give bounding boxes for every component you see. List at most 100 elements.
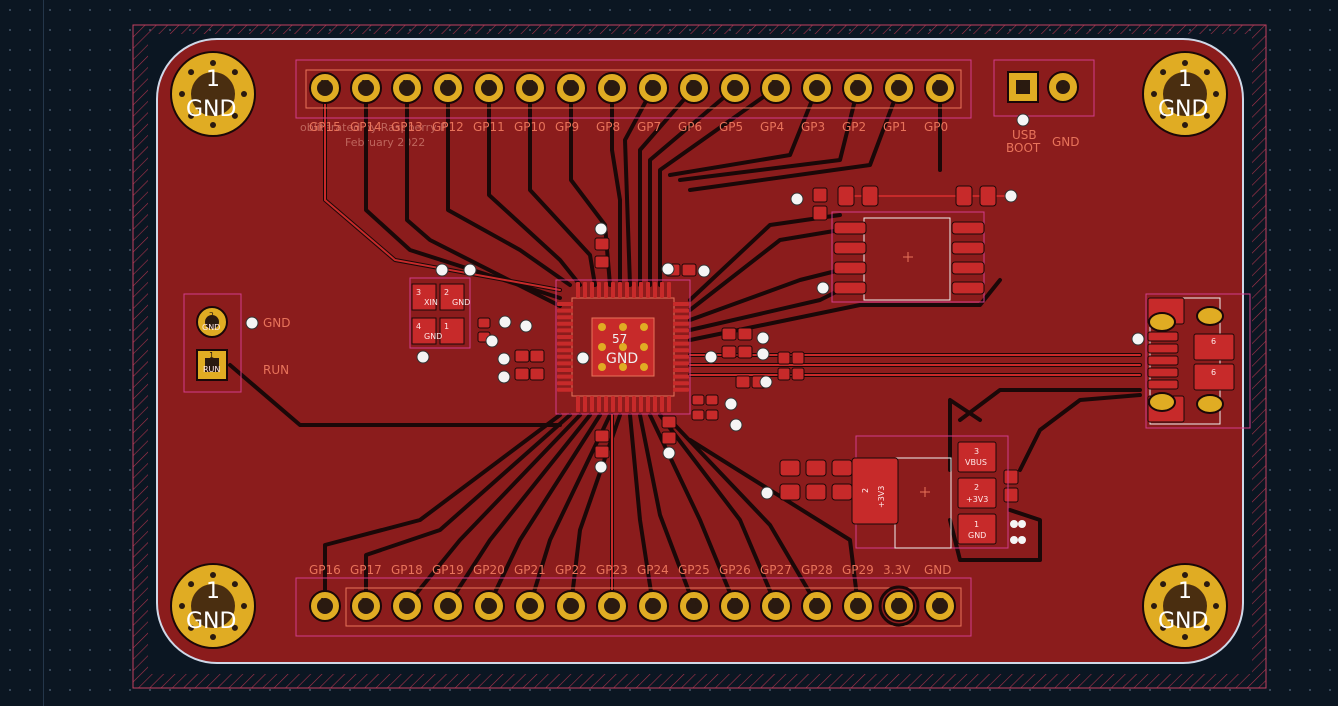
header-bottom-pin-number: 6 [525,597,530,606]
header-top-label: GP7 [637,120,661,134]
header-bottom-label: GP17 [350,563,382,577]
run-header-pad-gnd-net: GND [202,323,220,332]
header-bottom-pin[interactable]: 13 [801,590,833,622]
header-bottom-pin-number: 3 [402,597,407,606]
header-top-label: GP13 [391,120,423,134]
crystal-pad-4: 4 [416,322,421,331]
boot-label-boot: BOOT [1006,141,1041,155]
ghost-text-line1: obliterated by Raspberry Pi [300,121,450,134]
header-bottom-label: GP29 [842,563,874,577]
regulator-pad-2-net: +3V3 [966,495,988,504]
header-top-pin[interactable]: 16 [309,72,341,104]
header-top-pin[interactable]: 1 [924,72,956,104]
boot-pin-2: 2 [1060,83,1065,92]
boot-header[interactable]: 1 2 USB BOOT GND [993,59,1095,155]
header-bottom-label: GP26 [719,563,751,577]
header-top-pin[interactable]: 9 [596,72,628,104]
header-top-pin[interactable]: 13 [432,72,464,104]
header-top-pin[interactable]: 11 [514,72,546,104]
mounting-hole-number: 1 [1178,579,1192,604]
run-header-pin-2: 2 [209,311,214,320]
header-bottom-pin[interactable]: 1 [309,590,341,622]
header-top-pin[interactable]: 4 [801,72,833,104]
header-bottom-pin-number: 15 [894,597,904,606]
run-header[interactable]: GND 2 RUN 1 GND RUN [183,293,291,393]
header-bottom-pin[interactable]: 5 [473,590,505,622]
header-top-pin-number: 3 [853,79,858,88]
header-bottom-pin[interactable]: 6 [514,590,546,622]
header-bottom-pin-number: 12 [771,597,781,606]
header-top-pin[interactable]: 3 [842,72,874,104]
header-bottom-pin[interactable]: 11 [719,590,751,622]
header-bottom-pin-number: 16 [935,597,945,606]
header-top-label: GP1 [883,120,907,134]
header-top-pin[interactable]: 12 [473,72,505,104]
regulator-pad-1-net: GND [968,531,986,540]
header-bottom-pin-number: 2 [361,597,366,606]
header-top-pin[interactable]: 15 [350,72,382,104]
header-bottom-pin[interactable]: 2 [350,590,382,622]
header-top-pin-number: 14 [402,79,412,88]
boot-label-usb: USB [1012,128,1037,142]
crystal-pad-1: 1 [444,322,449,331]
header-top-pin-number: 1 [935,79,940,88]
header-top-pin[interactable]: 7 [678,72,710,104]
run-label-gnd: GND [263,316,291,330]
usb-connector[interactable]: 6 6 [1145,293,1251,429]
mounting-hole-number: 1 [206,579,220,604]
header-top-label: GP4 [760,120,784,134]
header-top-pin[interactable]: 10 [555,72,587,104]
regulator-pad-2: 2 [974,483,979,492]
flash-chip[interactable] [831,211,985,303]
header-top-pin-number: 9 [607,79,612,88]
header-top-pin[interactable]: 8 [637,72,669,104]
header-bottom-label: GP19 [432,563,464,577]
header-top-pin-number: 11 [525,79,535,88]
header-top-pin[interactable]: 14 [391,72,423,104]
regulator-pad-1: 1 [974,520,979,529]
mounting-hole-number: 1 [1178,67,1192,92]
header-bottom-pin-number: 10 [689,597,699,606]
header-top-label: GP2 [842,120,866,134]
header-top-pin-number: 15 [361,79,371,88]
header-bottom-pin[interactable]: 14 [842,590,874,622]
header-bottom-pin[interactable]: 12 [760,590,792,622]
header-top-pin-number: 10 [566,79,576,88]
run-label-run: RUN [263,363,289,377]
header-bottom-pin[interactable]: 4 [432,590,464,622]
header-top-pin-number: 13 [443,79,453,88]
passive-components[interactable] [477,185,1019,503]
mounting-hole-net: GND [186,609,236,634]
ghost-text-line2: February 2022 [345,136,425,149]
header-bottom-pin[interactable]: 10 [678,590,710,622]
via-group [416,189,1145,500]
crystal[interactable]: 3 XIN 2 GND 4 GND 1 [409,277,471,349]
header-top-pin[interactable]: 6 [719,72,751,104]
header-bottom-pin[interactable]: 16 [924,590,956,622]
usb-shield-label-1: 6 [1211,337,1216,346]
mcu-chip[interactable]: 57 GND [555,279,691,415]
header-top-pin[interactable]: 5 [760,72,792,104]
header-bottom-pin[interactable]: 9 [637,590,669,622]
header-bottom-pin-number: 7 [566,597,571,606]
voltage-regulator[interactable]: 2 +3V3 3 VBUS 2 +3V3 1 GND [851,435,1026,549]
mounting-hole-net: GND [186,97,236,122]
header-bottom-pin-number: 11 [730,597,740,606]
header-bottom-label: GP24 [637,563,669,577]
header-top-pin[interactable]: 2 [883,72,915,104]
header-bottom-label: GND [924,563,952,577]
header-bottom-pin[interactable]: 3 [391,590,423,622]
header-bottom-label: GP16 [309,563,341,577]
header-bottom-pin[interactable]: 8 [596,590,628,622]
header-bottom-pin[interactable]: 7 [555,590,587,622]
regulator-tab-net: +3V3 [877,486,886,508]
header-bottom-pin[interactable]: 15 [883,590,915,622]
mcu-center-pad-net: GND [606,351,638,367]
run-header-pad-run-net: RUN [203,365,220,374]
header-top-label: GP3 [801,120,825,134]
